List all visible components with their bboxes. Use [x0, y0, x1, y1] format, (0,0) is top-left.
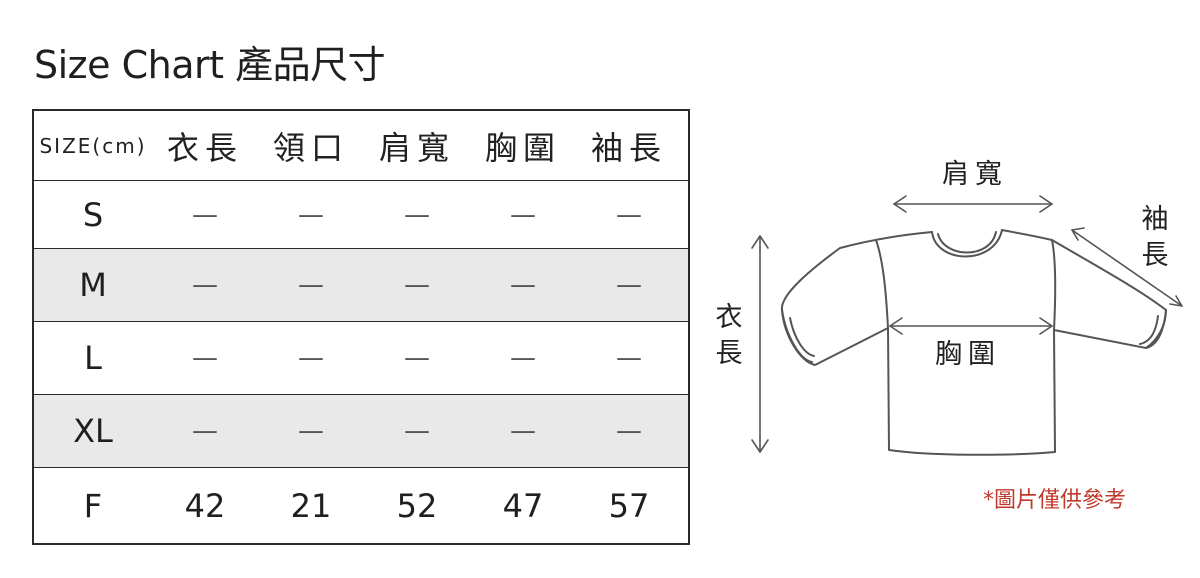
size-cell: L [84, 339, 102, 377]
value-cell: 47 [502, 487, 544, 525]
value-cell: 57 [608, 487, 650, 525]
value-cell: — [192, 270, 218, 300]
value-cell: — [404, 343, 430, 373]
length-label-bottom: 長 [715, 338, 743, 369]
table-row: XL — — — — — [34, 395, 688, 468]
value-cell: — [616, 343, 642, 373]
value-cell: — [510, 199, 536, 230]
value-cell: — [616, 416, 642, 446]
garment-diagram: 肩寬 胸圍 袖 長 衣 長 [700, 140, 1200, 470]
table-row: F 42 21 52 47 57 [34, 468, 688, 544]
value-cell: — [404, 416, 430, 446]
length-label-top: 衣 [715, 302, 743, 333]
size-cell: F [83, 487, 103, 525]
value-cell: — [298, 416, 324, 446]
value-cell: — [616, 199, 642, 230]
value-cell: — [192, 343, 218, 373]
value-cell: — [298, 199, 324, 230]
value-cell: 52 [396, 487, 438, 525]
value-cell: — [192, 199, 218, 230]
size-cell: S [82, 195, 104, 234]
value-cell: 42 [184, 487, 226, 525]
page-title: Size Chart 產品尺寸 [34, 43, 386, 87]
sleeve-label-top: 袖 [1141, 204, 1169, 235]
table-row: L — — — — — [34, 322, 688, 395]
value-cell: — [298, 343, 324, 373]
header-chest: 胸圍 [484, 128, 561, 167]
value-cell: — [616, 270, 642, 300]
header-sleeve: 袖長 [590, 128, 667, 167]
chest-label: 胸圍 [935, 339, 1001, 370]
sweater-outline-icon [751, 195, 1183, 456]
header-size: SIZE(cm) [39, 133, 147, 158]
value-cell: 21 [290, 487, 332, 525]
table-row: M — — — — — [34, 249, 688, 322]
value-cell: — [510, 416, 536, 446]
size-cell: M [79, 266, 107, 304]
value-cell: — [404, 270, 430, 300]
value-cell: — [510, 343, 536, 373]
value-cell: — [298, 270, 324, 300]
size-table: SIZE(cm) 衣長 領口 肩寬 胸圍 袖長 S — — — — — M — … [32, 109, 690, 545]
size-cell: XL [73, 412, 113, 450]
disclaimer-note: *圖片僅供參考 [983, 488, 1127, 513]
table-row: S — — — — — [34, 181, 688, 249]
header-shoulder: 肩寬 [378, 128, 455, 167]
header-neck: 領口 [272, 128, 349, 167]
table-header-row: SIZE(cm) 衣長 領口 肩寬 胸圍 袖長 [34, 111, 688, 181]
sleeve-label-bottom: 長 [1141, 240, 1169, 271]
shoulder-label: 肩寬 [942, 159, 1008, 190]
value-cell: — [404, 199, 430, 230]
value-cell: — [192, 416, 218, 446]
header-length: 衣長 [166, 128, 243, 167]
value-cell: — [510, 270, 536, 300]
